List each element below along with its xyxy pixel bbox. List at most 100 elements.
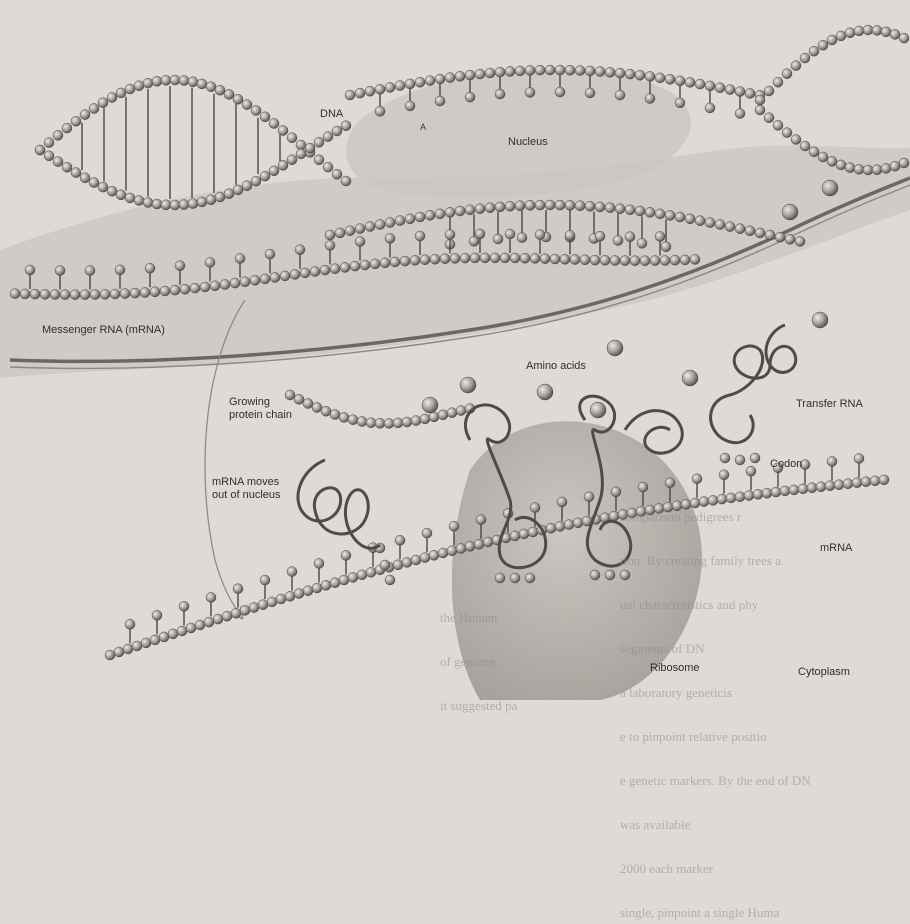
mrna-backbone-bead: [200, 282, 210, 292]
mrna-backbone-bead: [380, 258, 390, 268]
mrna-base-bead: [145, 263, 155, 273]
mrna-backbone-bead: [456, 544, 466, 554]
mrna-backbone-bead: [110, 289, 120, 299]
mrna-backbone-bead: [190, 283, 200, 293]
amino-acid-bead: [782, 204, 798, 220]
amino-acid-bead: [384, 418, 394, 428]
mrna-backbone-bead: [573, 518, 583, 528]
dna-backbone-bead: [795, 236, 805, 246]
mrna-backbone-bead: [312, 583, 322, 593]
dna-backbone-bead: [705, 81, 715, 91]
dna-backbone-bead: [98, 182, 108, 192]
mrna-backbone-bead: [560, 254, 570, 264]
dna-backbone-bead: [89, 178, 99, 188]
dna-backbone-bead: [755, 228, 765, 238]
mrna-base-bead: [85, 266, 95, 276]
mrna-backbone-bead: [276, 594, 286, 604]
mrna-base-bead: [827, 457, 837, 467]
dna-backbone-bead: [735, 87, 745, 97]
amino-acid-bead: [339, 412, 349, 422]
mrna-base-bead: [719, 470, 729, 480]
dna-backbone-bead: [98, 98, 108, 108]
mrna-base-bead: [445, 230, 455, 240]
amino-acid-bead: [411, 416, 421, 426]
mrna-backbone-bead: [460, 253, 470, 263]
dna-backbone-bead: [375, 84, 385, 94]
mrna-base-bead: [584, 492, 594, 502]
mrna-base-bead: [235, 254, 245, 264]
mrna-backbone-bead: [420, 553, 430, 563]
dna-backbone-bead: [505, 201, 515, 211]
bleed-line: a laboratory geneticis: [620, 685, 732, 700]
amino-acid-bead: [294, 394, 304, 404]
dna-base-bead: [405, 101, 415, 111]
mrna-backbone-bead: [321, 580, 331, 590]
dna-backbone-bead: [425, 210, 435, 220]
dna-backbone-bead: [695, 79, 705, 89]
dna-backbone-bead: [435, 74, 445, 84]
mrna-backbone-bead: [340, 262, 350, 272]
dna-backbone-bead: [455, 71, 465, 81]
dna-backbone-bead: [233, 185, 243, 195]
amino-acid-bead: [812, 312, 828, 328]
mrna-base-bead: [476, 515, 486, 525]
mrna-backbone-bead: [204, 617, 214, 627]
label-growing-protein-chain: Growing protein chain: [229, 396, 292, 422]
dna-backbone-bead: [595, 67, 605, 77]
dna-backbone-bead: [555, 65, 565, 75]
mrna-base-bead: [385, 233, 395, 243]
dna-backbone-bead: [395, 81, 405, 91]
dna-base-bead: [585, 88, 595, 98]
dna-backbone-bead: [287, 133, 297, 143]
dna-backbone-bead: [495, 202, 505, 212]
dna-backbone-bead: [224, 189, 234, 199]
bleed-line: of genome: [440, 654, 495, 669]
mrna-backbone-bead: [280, 271, 290, 281]
dna-backbone-bead: [385, 218, 395, 228]
label-transfer-rna: Transfer RNA: [796, 398, 863, 411]
mrna-backbone-bead: [580, 255, 590, 265]
bleed-line: tion. By creating family trees a: [620, 553, 781, 568]
mrna-backbone-bead: [132, 641, 142, 651]
dna-letter-a: A: [420, 122, 426, 132]
dna-base-bead: [661, 242, 671, 252]
mrna-backbone-bead: [348, 572, 358, 582]
label-ribosome: Ribosome: [650, 662, 700, 675]
dna-backbone-bead: [818, 40, 828, 50]
mrna-backbone-bead: [550, 254, 560, 264]
dna-backbone-bead: [565, 65, 575, 75]
mrna-base-bead: [233, 584, 243, 594]
mrna-backbone-bead: [519, 529, 529, 539]
mrna-backbone-bead: [620, 256, 630, 266]
bleed-line: 2000 each marker: [620, 861, 713, 876]
amino-acid-bead: [402, 417, 412, 427]
dna-backbone-bead: [899, 158, 909, 168]
dna-backbone-bead: [782, 69, 792, 79]
dna-backbone-bead: [188, 77, 198, 87]
amino-acid-bead: [537, 384, 553, 400]
dna-backbone-bead: [445, 207, 455, 217]
dna-backbone-bead: [125, 193, 135, 203]
mrna-backbone-bead: [231, 608, 241, 618]
mrna-backbone-bead: [420, 255, 430, 265]
dna-base-bead: [555, 87, 565, 97]
mrna-base-bead: [625, 232, 635, 242]
mrna-backbone-bead: [240, 605, 250, 615]
dna-backbone-bead: [116, 88, 126, 98]
dna-backbone-bead: [515, 66, 525, 76]
mrna-backbone-bead: [170, 285, 180, 295]
dna-backbone-bead: [323, 162, 333, 172]
mrna-backbone-bead: [400, 256, 410, 266]
mrna-backbone-bead: [402, 557, 412, 567]
dna-backbone-bead: [525, 65, 535, 75]
dna-base-bead: [465, 92, 475, 102]
dna-backbone-bead: [827, 35, 837, 45]
mrna-base-bead: [535, 230, 545, 240]
mrna-backbone-bead: [440, 254, 450, 264]
dna-backbone-bead: [355, 224, 365, 234]
dna-backbone-bead: [341, 176, 351, 186]
mrna-backbone-bead: [393, 560, 403, 570]
dna-backbone-bead: [365, 86, 375, 96]
amino-acid-bead: [312, 403, 322, 413]
mrna-backbone-bead: [650, 256, 660, 266]
